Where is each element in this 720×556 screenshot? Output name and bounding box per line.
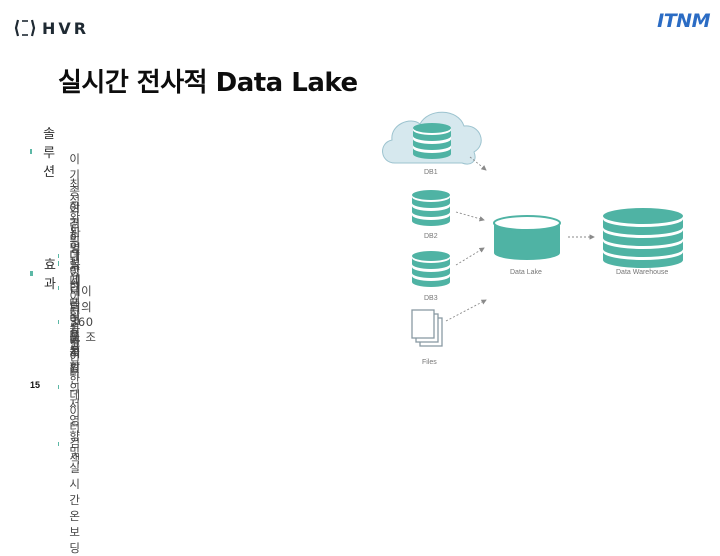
db2-database-icon (412, 190, 450, 226)
data-lake-label: Data Lake (510, 269, 542, 276)
data-lake-cylinder-icon (494, 216, 560, 260)
files-label: Files (422, 359, 437, 366)
arrow-files-to-lake (446, 300, 486, 321)
files-icon (412, 310, 442, 346)
db2-label: DB2 (424, 233, 438, 240)
data-lake-diagram: DB1 DB2 DB3 Files Data Lake Data Warehou… (0, 0, 720, 404)
arrow-db2-to-lake (456, 212, 484, 220)
data-warehouse-database-icon (603, 208, 683, 268)
db1-label: DB1 (424, 169, 438, 176)
db1-database-icon (413, 123, 451, 159)
arrow-db3-to-lake (456, 248, 484, 265)
db3-database-icon (412, 251, 450, 287)
page-number: 15 (30, 380, 40, 390)
db3-label: DB3 (424, 295, 438, 302)
data-warehouse-label: Data Warehouse (616, 269, 668, 276)
